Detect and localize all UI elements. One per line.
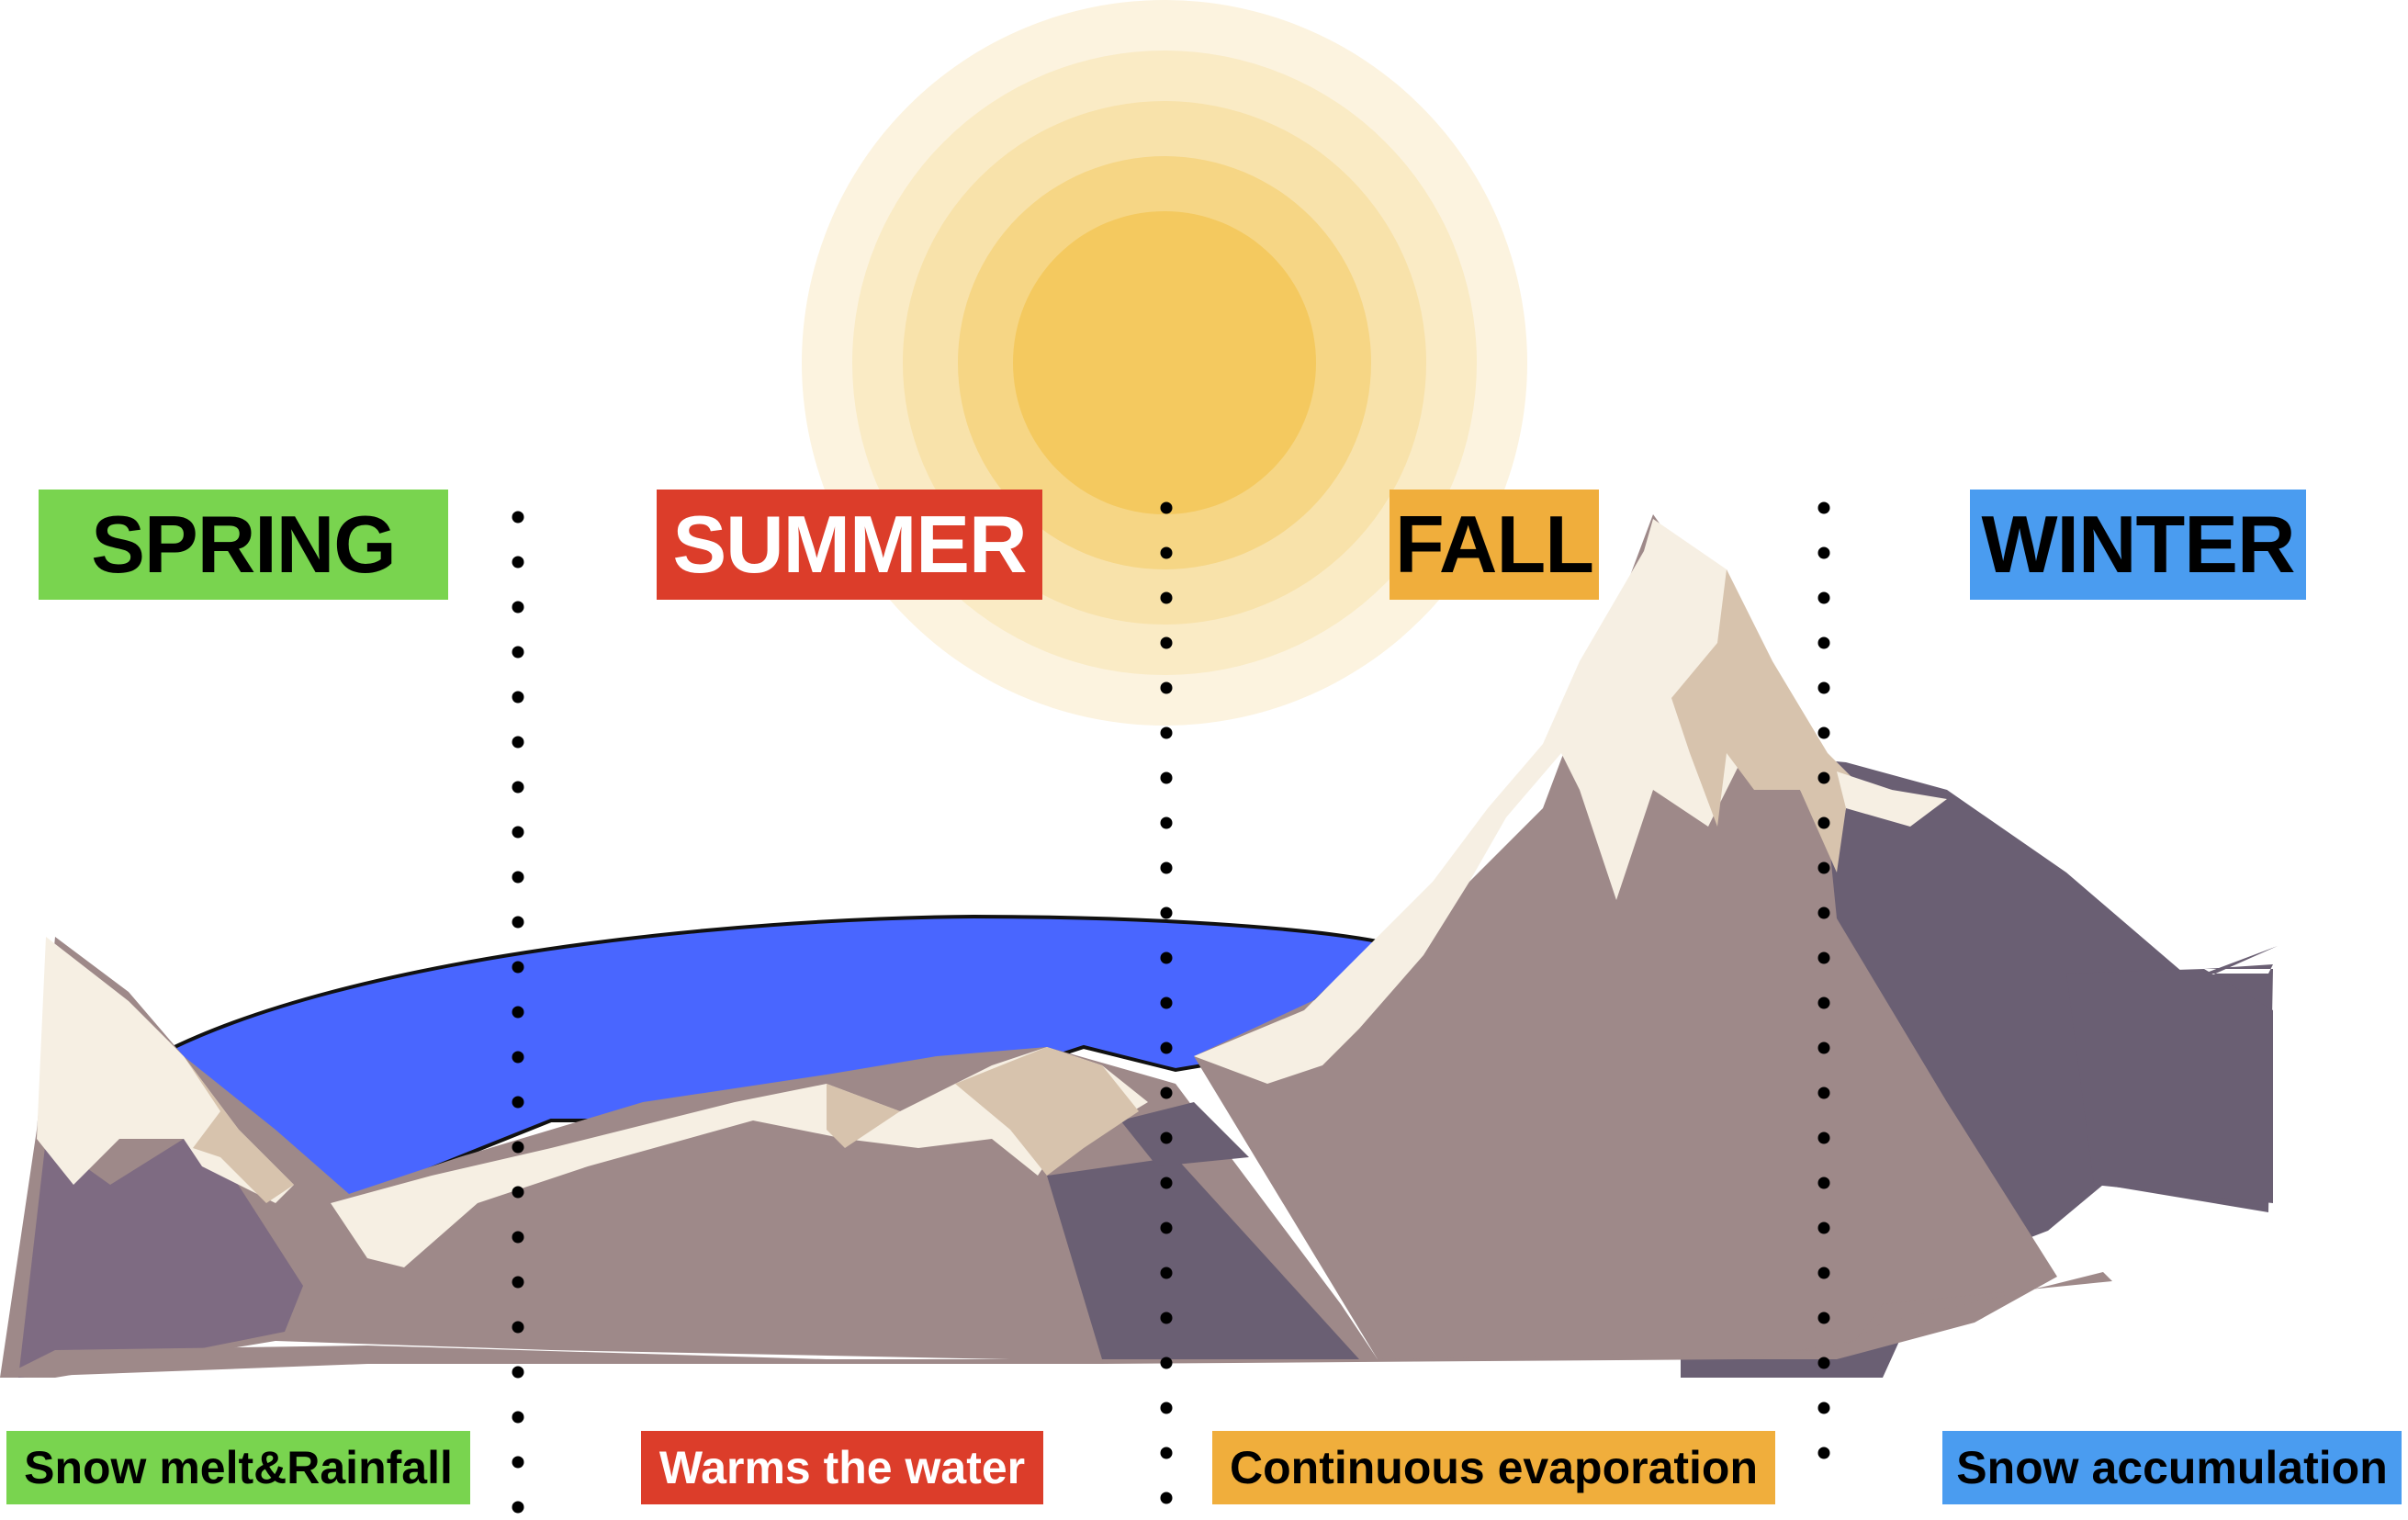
- divider-spring-summer: [512, 511, 524, 1520]
- caption-summer: Warms the water: [641, 1431, 1043, 1504]
- caption-spring: Snow melt&Rainfall: [6, 1431, 470, 1504]
- mountain-left: [0, 937, 1378, 1378]
- mountain-purple-left: [18, 1139, 303, 1378]
- caption-text: Continuous evaporation: [1230, 1442, 1758, 1493]
- mountain-mid: [1194, 514, 2057, 1359]
- caption-text: Warms the water: [658, 1442, 1026, 1493]
- season-label-text: WINTER: [1981, 499, 2295, 590]
- season-label-summer: SUMMER: [657, 490, 1042, 600]
- caption-winter: Snow accumulation: [1942, 1431, 2402, 1504]
- caption-fall: Continuous evaporation: [1212, 1431, 1775, 1504]
- caption-text: Snow melt&Rainfall: [24, 1442, 453, 1493]
- season-label-fall: FALL: [1390, 490, 1599, 600]
- season-label-text: SUMMER: [672, 499, 1027, 590]
- season-label-winter: WINTER: [1970, 490, 2306, 600]
- caption-text: Snow accumulation: [1956, 1442, 2388, 1493]
- season-label-spring: SPRING: [39, 490, 448, 600]
- divider-summer-fall: [1160, 501, 1173, 1506]
- season-label-text: FALL: [1395, 499, 1594, 590]
- divider-fall-winter: [1817, 501, 1830, 1502]
- season-label-text: SPRING: [91, 499, 396, 590]
